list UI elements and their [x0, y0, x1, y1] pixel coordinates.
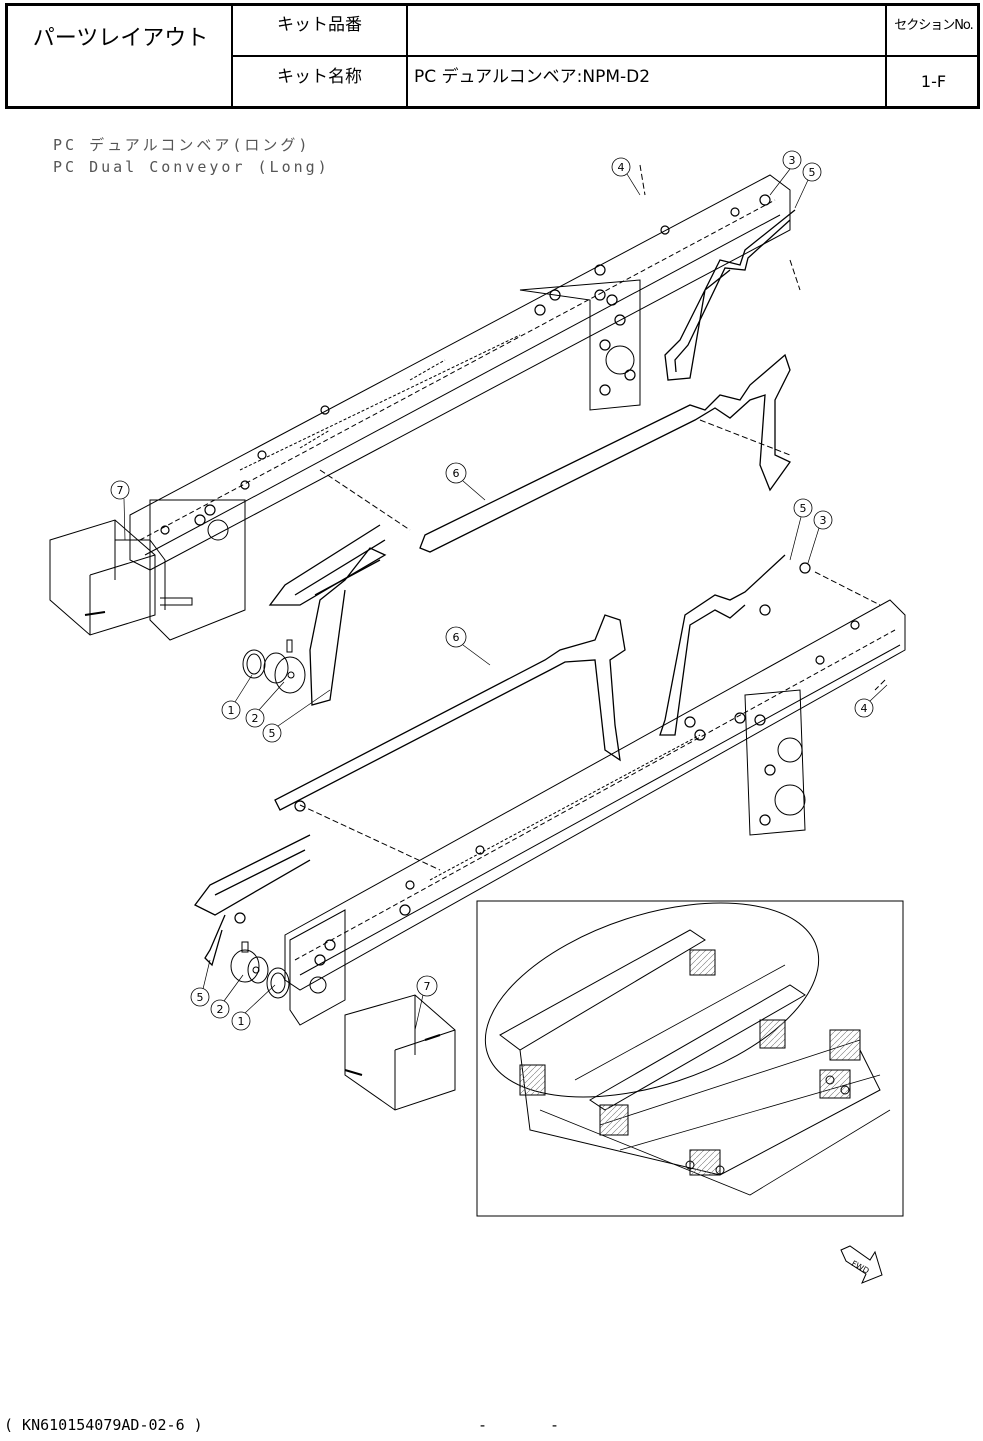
page-title: パーツレイアウト	[8, 20, 233, 52]
callout-4: 4	[618, 161, 625, 174]
callout-4: 4	[861, 702, 868, 715]
callout-5: 5	[197, 991, 204, 1004]
document-code: ( KN610154079AD-02-6 )	[4, 1416, 203, 1434]
lower-conveyor-frame	[235, 563, 905, 1025]
kit-number-label: キット品番	[233, 10, 406, 35]
header-table: パーツレイアウト キット品番 キット名称 PC デュアルコンベア:NPM-D2 …	[5, 3, 980, 109]
kit-name-label: キット名称	[233, 62, 406, 87]
callout-2: 2	[217, 1003, 224, 1016]
header-row-divider	[231, 55, 977, 57]
callout-2: 2	[252, 712, 259, 725]
kit-name-value: PC デュアルコンベア:NPM-D2	[414, 62, 874, 87]
overview-inset	[461, 866, 903, 1216]
callout-1: 1	[228, 704, 235, 717]
callout-6: 6	[453, 631, 460, 644]
callout-3: 3	[820, 514, 827, 527]
callout-1: 1	[238, 1015, 245, 1028]
callout-5: 5	[269, 727, 276, 740]
lower-motor	[345, 995, 455, 1110]
lower-pulley-set	[231, 942, 289, 998]
callout-6: 6	[453, 467, 460, 480]
section-label: セクションNo.	[887, 14, 980, 33]
upper-motor	[50, 520, 192, 635]
callout-7: 7	[117, 484, 124, 497]
page-number-dash-left: -	[478, 1416, 487, 1434]
upper-conveyor-frame	[130, 175, 790, 640]
callout-5: 5	[809, 166, 816, 179]
section-value: 1-F	[887, 72, 980, 91]
upper-belts	[270, 210, 795, 705]
lower-belts	[195, 555, 785, 965]
callout-3: 3	[789, 154, 796, 167]
page-number-dash-right: -	[550, 1416, 559, 1434]
part-callouts: 4 3 5 7 6 5 3 6 1 2 5 4 7 5 2 1	[111, 151, 887, 1030]
fwd-label: FWD	[850, 1259, 871, 1276]
exploded-parts-diagram: 4 3 5 7 6 5 3 6 1 2 5 4 7 5 2 1	[0, 120, 983, 1400]
callout-7: 7	[424, 980, 431, 993]
callout-5: 5	[800, 502, 807, 515]
upper-pulley-set	[243, 640, 305, 693]
